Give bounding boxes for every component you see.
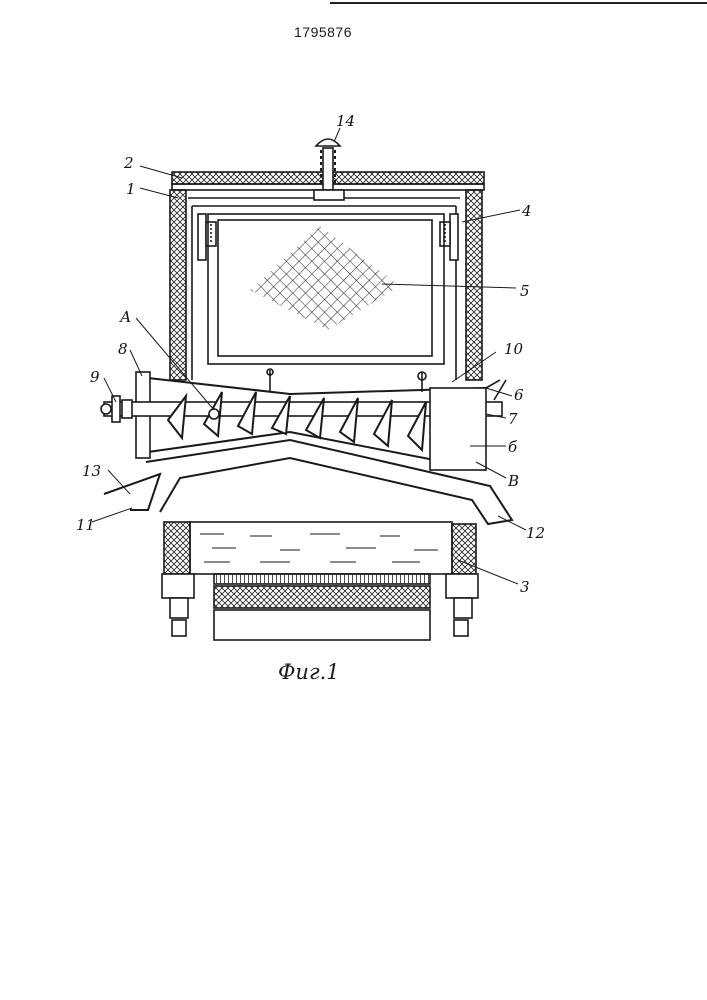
callout-1: 1 <box>126 180 136 198</box>
left-clamp <box>198 214 216 260</box>
right-clamp <box>440 214 458 260</box>
lower-hopper-left <box>104 474 160 510</box>
heater-base <box>214 610 430 640</box>
callout-4: 4 <box>521 202 532 220</box>
leg-right <box>446 574 478 636</box>
heater-insulation <box>214 586 430 608</box>
callout-14: 14 <box>336 112 355 130</box>
bath-liquid <box>200 534 438 562</box>
callout-A: А <box>119 308 131 326</box>
callout-2: 2 <box>123 154 134 172</box>
right-end-housing <box>430 388 486 470</box>
mesh <box>250 226 400 330</box>
callout-12: 12 <box>526 524 545 542</box>
callout-9: 9 <box>90 368 100 386</box>
callout-8: 8 <box>118 340 128 358</box>
callout-b: б <box>508 438 518 456</box>
bath-left-wall <box>164 522 190 574</box>
callout-B: В <box>507 472 519 490</box>
heater-element <box>214 574 430 584</box>
figure-caption: Фиг.1 <box>278 660 340 684</box>
callout-13: 13 <box>82 462 101 480</box>
callout-7: 7 <box>508 410 518 428</box>
cabinet <box>101 139 512 640</box>
lid-knob <box>314 139 344 200</box>
callout-11: 11 <box>76 516 95 534</box>
callout-5: 5 <box>520 282 530 300</box>
callout-10: 10 <box>504 340 524 358</box>
left-wall-insulation <box>170 190 186 380</box>
callout-3: 3 <box>520 578 530 596</box>
bath-right-wall <box>452 524 476 574</box>
leg-left <box>162 574 194 636</box>
callout-6: 6 <box>514 386 524 404</box>
